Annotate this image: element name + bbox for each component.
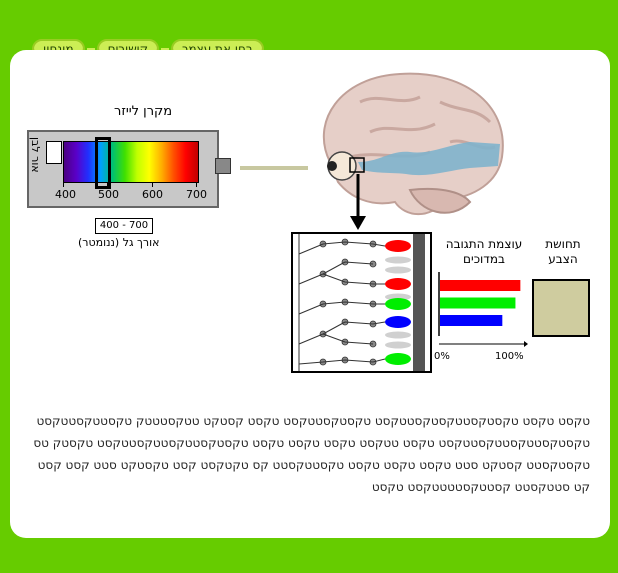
color-sensation-swatch (532, 279, 590, 337)
retina-zoom-marker (349, 157, 365, 173)
brain-illustration (322, 72, 504, 230)
cone-green (385, 298, 411, 310)
retina-diagram (291, 232, 432, 373)
response-title: עוצמת התגובה במדוכים (445, 237, 523, 266)
tick-label-700: 700 (186, 188, 207, 201)
tick-mark (107, 182, 108, 187)
rod (385, 341, 411, 349)
laser-emitter (215, 158, 231, 174)
tick-mark (63, 182, 64, 187)
pigment-layer (413, 234, 425, 371)
wavelength-slider-handle[interactable] (95, 137, 111, 189)
laser-beam (240, 166, 308, 170)
rod (385, 256, 411, 264)
tick-label-400: 400 (55, 188, 76, 201)
tab-separator (161, 48, 169, 50)
rod (385, 293, 411, 301)
axis-min-label: 0% (434, 351, 450, 362)
tick-label-600: 600 (142, 188, 163, 201)
description-text: טקסט טקסט טקסטקסטטקסטקסטטקסט טקסטקסטטקסט… (33, 414, 590, 494)
tick-mark (196, 182, 197, 187)
cone-green (385, 353, 411, 365)
bar-blue (440, 315, 503, 326)
photoreceptor-column (385, 240, 411, 365)
chart-axis-arrow (524, 341, 528, 347)
white-light-button[interactable] (46, 141, 62, 164)
tab-separator (86, 48, 95, 50)
neural-connections (298, 234, 386, 371)
laser-title: מקרן לייזר (114, 104, 173, 119)
visual-pathway (358, 142, 500, 176)
cone-response-chart: 0% 100% (434, 272, 528, 362)
eye-pupil (327, 161, 337, 171)
bar-red (440, 280, 521, 291)
axis-max-label: 100% (495, 351, 524, 362)
retina-cells (298, 234, 425, 371)
cone-blue (385, 316, 411, 328)
wavelength-axis-label: אורך גל (ננומטר) (78, 236, 160, 249)
tick-label-500: 500 (98, 188, 119, 201)
wavelength-range-box: 400 - 700 (95, 218, 153, 234)
zoom-arrowhead (350, 216, 366, 230)
bar-green (440, 297, 516, 309)
rod (385, 331, 411, 339)
sensation-title: תחושת הצבע (545, 237, 581, 266)
cerebellum (408, 187, 472, 214)
tick-mark (152, 182, 153, 187)
cone-red (385, 278, 411, 290)
cone-red (385, 240, 411, 252)
white-light-label: אור לבן (29, 137, 42, 173)
wavelength-spectrum[interactable] (63, 141, 199, 183)
rod (385, 266, 411, 274)
